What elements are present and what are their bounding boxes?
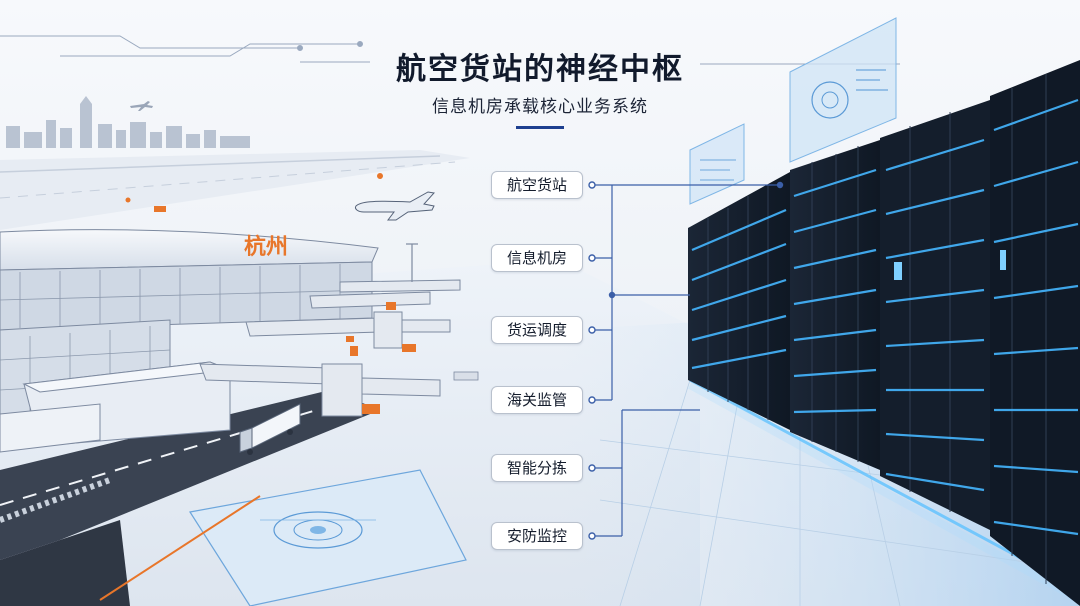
hologram-screens	[689, 17, 897, 205]
jet-bridges	[199, 279, 461, 417]
node-air-cargo-station: 航空货站	[491, 171, 583, 199]
terminal-building	[0, 229, 379, 453]
node-smart-sorting: 智能分拣	[491, 454, 583, 482]
runway	[0, 150, 470, 230]
node-security-monitoring: 安防监控	[491, 522, 583, 550]
ground-floor	[0, 260, 700, 606]
city-skyline	[6, 96, 250, 148]
light-pole	[406, 243, 418, 282]
server-racks	[688, 60, 1080, 606]
plane-small-icon	[130, 101, 153, 111]
terminal-sign-text: 杭州	[244, 234, 288, 260]
page-subtitle: 信息机房承载核心业务系统	[432, 97, 648, 117]
ground-vehicles	[346, 302, 479, 414]
cargo-truck-icon	[239, 403, 301, 455]
holographic-floor-panel	[99, 469, 467, 606]
connector-dots	[588, 181, 784, 540]
page-title: 航空货站的神经中枢	[396, 52, 684, 87]
title-underline	[516, 126, 564, 129]
circuit-lines	[0, 35, 900, 65]
terminal-sign: 杭州	[244, 234, 288, 260]
node-data-center: 信息机房	[491, 244, 583, 272]
road	[0, 390, 380, 606]
airplane-icon	[355, 191, 435, 221]
node-customs-supervision: 海关监管	[491, 386, 583, 414]
node-cargo-dispatch: 货运调度	[491, 316, 583, 344]
